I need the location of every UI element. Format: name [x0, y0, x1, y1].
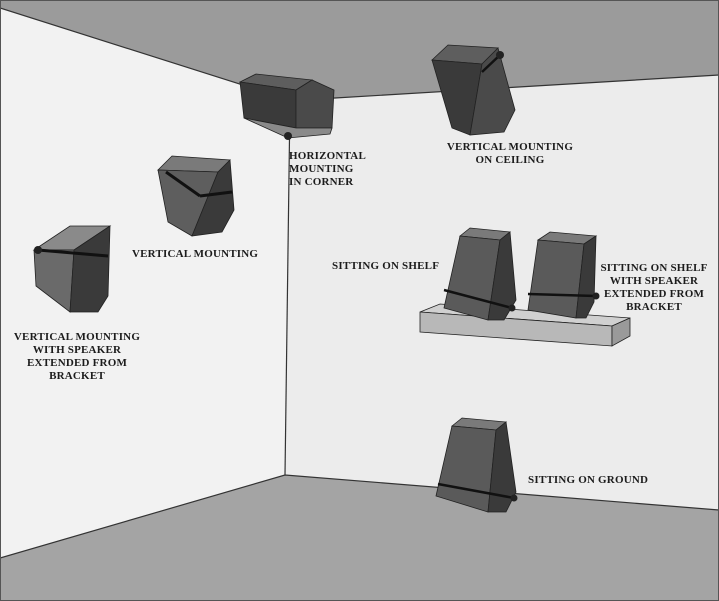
- speaker-vertical-ceiling: [431, 44, 516, 136]
- speaker-vertical-extended: [32, 225, 112, 313]
- label-sitting-on-shelf: SITTING ON SHELF: [332, 260, 440, 272]
- floor: [0, 475, 719, 601]
- speaker-on-ground: [435, 417, 518, 513]
- label-vertical-extended: VERTICAL MOUNTING WITH SPEAKER EXTENDED …: [13, 331, 141, 382]
- speaker-on-shelf-extended: [527, 231, 600, 319]
- label-sitting-on-ground: SITTING ON GROUND: [528, 474, 649, 486]
- label-shelf-extended: SITTING ON SHELF WITH SPEAKER EXTENDED F…: [600, 262, 708, 313]
- speaker-vertical-wall: [157, 155, 235, 237]
- label-vertical-mounting: VERTICAL MOUNTING: [132, 248, 259, 260]
- floor-edges: [0, 474, 719, 559]
- label-vertical-ceiling: VERTICAL MOUNTING ON CEILING: [446, 141, 574, 166]
- speaker-on-shelf: [443, 227, 517, 321]
- label-horizontal-corner: HORIZONTAL MOUNTING IN CORNER: [289, 150, 366, 188]
- ceiling: [0, 0, 719, 100]
- speaker-horizontal-corner: [238, 73, 335, 140]
- left-wall: [0, 8, 290, 558]
- corner-edge: [284, 99, 291, 476]
